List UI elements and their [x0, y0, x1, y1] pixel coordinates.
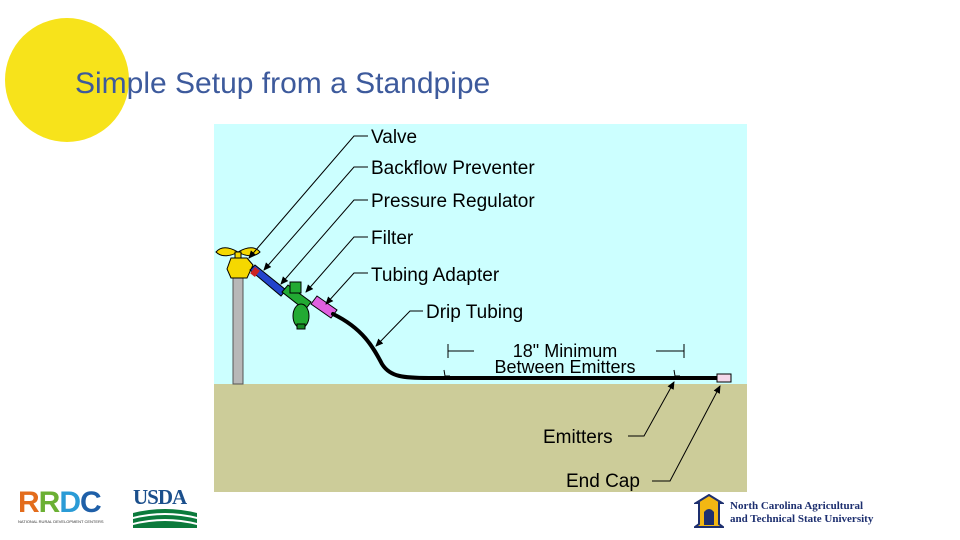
ncat-emblem-icon [694, 494, 724, 528]
decorative-yellow-circle [5, 18, 129, 142]
filter-icon [292, 303, 310, 330]
leader-end-cap [652, 385, 721, 482]
standpipe [232, 277, 244, 385]
label-emitters: Emitters [543, 427, 613, 448]
leader-pressure-regulator [280, 199, 368, 285]
rrdc-logo: RRDC NATIONAL RURAL DEVELOPMENT CENTERS [18, 488, 122, 525]
leader-backflow-preventer [263, 166, 368, 271]
spacing-label-bottom: Between Emitters [494, 357, 635, 377]
tubing-adapter-icon [310, 295, 338, 319]
label-tubing-adapter: Tubing Adapter [371, 265, 500, 286]
ncat-name-line-1: North Carolina Agricultural [730, 500, 864, 512]
usda-logo: USDA [133, 487, 199, 531]
rrdc-tagline: NATIONAL RURAL DEVELOPMENT CENTERS [18, 519, 104, 524]
label-filter: Filter [371, 228, 414, 249]
slide-title: Simple Setup from a Standpipe [75, 67, 491, 100]
ncat-logo: North Carolina Agricultural and Technica… [694, 494, 944, 530]
rrdc-letters: RRDC [18, 488, 122, 518]
leader-tubing-adapter [325, 272, 368, 305]
leader-valve [248, 135, 368, 259]
spacing-label-background [474, 339, 656, 374]
label-backflow-preventer: Backflow Preventer [371, 158, 535, 179]
rrdc-letter-r2: R [38, 486, 61, 519]
rrdc-letter-c: C [80, 486, 102, 519]
spacing-label-top: 18" Minimum [513, 341, 617, 361]
ground [214, 384, 747, 492]
usda-field-stripes-icon [133, 509, 197, 528]
standpipe-setup-diagram: 18" Minimum Between Emitters Valve Backf… [214, 124, 747, 492]
label-valve: Valve [371, 127, 417, 148]
pressure-regulator-icon [281, 281, 312, 311]
rrdc-letter-r1: R [18, 486, 40, 519]
end-cap-icon [716, 373, 732, 383]
leader-drip-tubing [375, 310, 423, 347]
leader-emitters [628, 381, 675, 437]
emitter-mark-left [443, 369, 450, 377]
label-pressure-regulator: Pressure Regulator [371, 191, 535, 212]
usda-wordmark: USDA [133, 485, 187, 509]
valve-icon [215, 247, 261, 279]
leader-filter [305, 236, 368, 293]
label-drip-tubing: Drip Tubing [426, 302, 523, 323]
rrdc-letter-d: D [59, 486, 81, 519]
ncat-name-line-2: and Technical State University [730, 513, 874, 525]
label-end-cap: End Cap [566, 471, 640, 492]
emitter-mark-right [673, 369, 680, 377]
drip-tubing-line [331, 312, 719, 380]
